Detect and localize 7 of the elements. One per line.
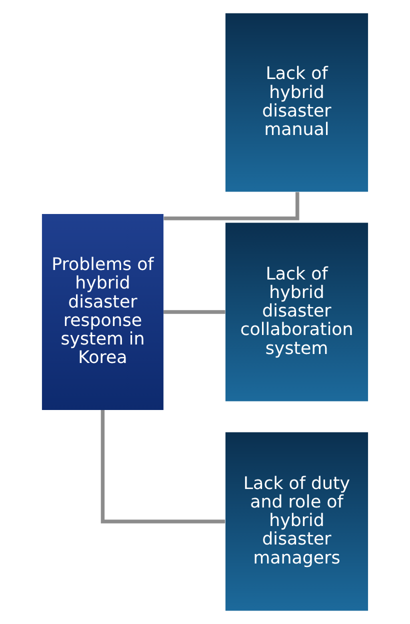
connector [100, 410, 226, 524]
node-box: Lack of hybrid disaster manual [225, 13, 368, 192]
connector [164, 310, 226, 314]
connector [164, 192, 300, 220]
node-box: Problems of hybrid disaster response system in Korea [42, 214, 164, 410]
node-box: Lack of duty and role of hybrid disaster managers [225, 432, 368, 611]
node-box: Lack of hybrid disaster collaboration system [225, 222, 368, 402]
